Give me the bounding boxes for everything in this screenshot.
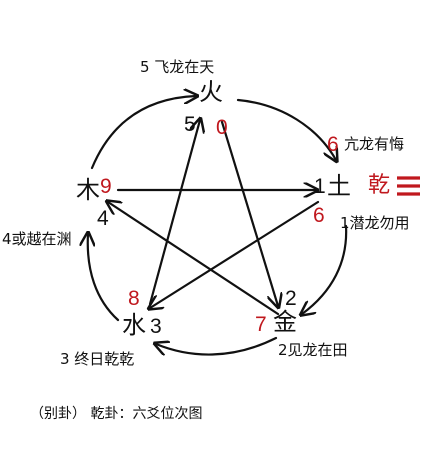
node-metal-element: 金: [273, 308, 297, 336]
node-metal-black-number: 2: [285, 287, 297, 310]
star-arrow-earth-to-water: [150, 200, 320, 308]
caption-top: 5 飞龙在天: [140, 58, 215, 76]
cycle-arrow-wood-to-fire: [90, 96, 196, 170]
star-arrow-metal-to-wood: [108, 202, 280, 316]
node-water-element: 水: [122, 311, 146, 339]
star-arrow-water-to-fire: [148, 120, 200, 306]
node-earth-black-number: 1: [314, 175, 326, 198]
caption-right-top-number: 6: [327, 133, 339, 156]
caption-bottom-left: 3 终日乾乾: [60, 350, 135, 368]
caption-right-top: 亢龙有悔: [344, 135, 405, 153]
node-earth-red-number: 6: [313, 204, 325, 227]
star-arrow-fire-to-metal: [220, 120, 278, 306]
node-wood-black-number: 4: [97, 207, 109, 230]
node-water-black-number: 3: [150, 315, 162, 338]
cycle-arrow-metal-to-water: [156, 336, 278, 355]
caption-left: 4或越在渊: [2, 230, 72, 248]
node-water-red-number: 8: [128, 287, 140, 310]
node-wood-element: 木: [76, 176, 100, 204]
node-wood-red-number: 9: [100, 175, 112, 198]
diagram-footer-caption: （别卦） 乾卦：六爻位次图: [30, 406, 203, 422]
caption-right: 1潜龙勿用: [340, 214, 410, 232]
caption-bottom-right: 2见龙在田: [278, 341, 348, 359]
cycle-arrow-fire-to-earth: [236, 98, 336, 160]
node-metal-red-number: 7: [255, 313, 267, 336]
cycle-arrow-earth-to-metal: [302, 224, 348, 314]
node-fire-red-number: 0: [216, 116, 228, 139]
node-earth-element: 土: [327, 172, 351, 200]
cycle-arrow-water-to-wood: [88, 234, 120, 322]
node-fire-element: 火: [199, 78, 223, 106]
node-fire-black-number: 5: [184, 113, 196, 136]
trigram-name: 乾: [368, 173, 391, 198]
qian-trigram-icon: [397, 176, 420, 196]
